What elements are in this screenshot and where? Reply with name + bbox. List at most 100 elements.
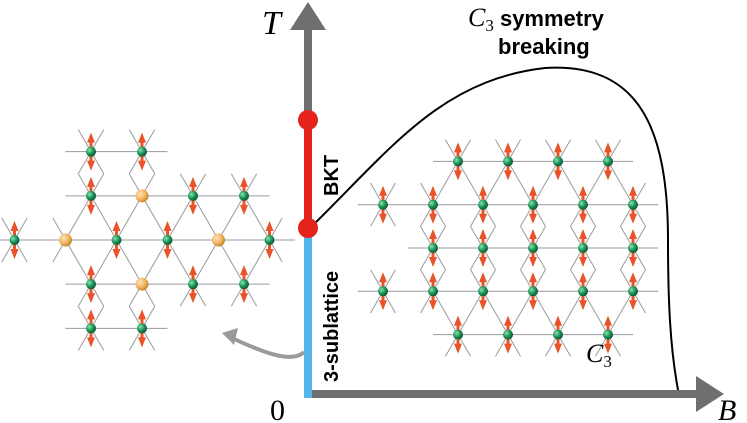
spin-site: [378, 272, 388, 311]
lattice-site: [378, 199, 388, 210]
sublattice-label: 3-sublattice: [321, 271, 343, 382]
spin-site: [9, 221, 20, 259]
lattice-site: [628, 243, 638, 253]
spin-site: [603, 142, 613, 181]
spin-site: [553, 142, 563, 181]
spin-arrow-up: [604, 142, 612, 153]
spin-site: [628, 229, 638, 267]
spin-arrow-down: [604, 343, 612, 354]
spin-site: [578, 272, 588, 311]
lattice-bond: [65, 195, 92, 241]
spin-arrow-down: [429, 257, 437, 267]
lattice-site: [628, 286, 638, 297]
lattice-site: [578, 199, 588, 210]
lattice-site: [188, 190, 198, 201]
spin-arrow-down: [138, 337, 146, 348]
lattice-site: [137, 146, 147, 157]
lattice-site: [478, 199, 488, 210]
spin-arrow-down: [138, 160, 146, 171]
spin-arrow-down: [240, 204, 248, 215]
lattice-site: [137, 323, 147, 334]
lattice-site: [378, 286, 388, 297]
spin-site: [137, 309, 147, 348]
lattice-site: [239, 190, 249, 201]
spin-arrow-down: [379, 300, 387, 311]
lattice-site: [578, 286, 588, 297]
spin-arrow-up: [429, 229, 437, 239]
spin-arrow-down: [629, 213, 637, 224]
spin-site: [86, 265, 96, 304]
spin-site: [578, 229, 588, 267]
spin-arrow-up: [579, 272, 587, 283]
spin-arrow-up: [604, 315, 612, 326]
origin-label: 0: [270, 394, 285, 423]
spin-arrow-down: [87, 204, 95, 215]
spin-arrow-up: [379, 185, 387, 196]
lattice-site: [553, 156, 563, 167]
spin-site: [264, 221, 275, 259]
spin-arrow-down: [629, 300, 637, 311]
vacancy-site: [59, 233, 72, 247]
spin-arrow-up: [529, 229, 537, 239]
phase-boundary-curve: [309, 66, 680, 396]
spin-arrow-up: [379, 272, 387, 283]
lattice-bond: [457, 161, 484, 205]
lattice-site: [503, 329, 513, 340]
spin-site: [503, 142, 513, 181]
spin-arrow-up: [87, 176, 95, 187]
vacancy-site: [135, 189, 149, 203]
spin-arrow-up: [87, 309, 95, 320]
spin-arrow-up: [479, 272, 487, 283]
spin-arrow-down: [454, 170, 462, 181]
spin-arrow-up: [479, 185, 487, 196]
lattice-bond: [607, 161, 634, 205]
spin-arrow-up: [629, 229, 637, 239]
spin-arrow-up: [138, 309, 146, 320]
spin-arrow-up: [112, 221, 121, 231]
spin-arrow-up: [579, 185, 587, 196]
spin-site: [453, 142, 463, 181]
lattice-site: [528, 286, 538, 297]
c3-label: C3: [586, 339, 612, 371]
c3-subscript: 3: [603, 352, 612, 371]
spin-arrow-down: [479, 300, 487, 311]
spin-arrow-up: [10, 221, 19, 231]
phase-title-subscript: 3: [485, 16, 494, 35]
lattice-bond: [557, 161, 584, 205]
lattice-site: [603, 329, 613, 340]
lattice-site: [528, 199, 538, 210]
spin-arrow-down: [454, 343, 462, 354]
spin-arrow-up: [529, 272, 537, 283]
spin-arrow-down: [529, 213, 537, 224]
spin-arrow-up: [87, 265, 95, 276]
spin-arrow-down: [579, 300, 587, 311]
spin-arrow-down: [379, 213, 387, 224]
spin-arrow-down: [429, 213, 437, 224]
lattice-bond: [116, 195, 143, 241]
lattice-bond: [167, 239, 194, 285]
spin-site: [239, 176, 249, 215]
spin-arrow-down: [554, 343, 562, 354]
spin-arrow-up: [629, 272, 637, 283]
lattice-bond: [243, 239, 270, 285]
x-axis-line: [304, 390, 704, 398]
vacancy-site: [212, 233, 225, 247]
spin-site: [378, 185, 388, 224]
lattice-site: [453, 156, 463, 167]
lattice-site: [603, 156, 613, 167]
phase-title-line2: breaking: [498, 34, 590, 59]
lattice-bond: [507, 291, 534, 335]
lattice-bond: [607, 291, 634, 335]
lattice-bond: [582, 161, 609, 205]
lattice-site: [428, 243, 438, 253]
lattice-site: [478, 286, 488, 297]
lattice-site: [478, 243, 488, 253]
spin-site: [628, 185, 638, 224]
spin-arrow-up: [189, 176, 197, 187]
lattice-bond: [432, 161, 459, 205]
lattice-bond: [532, 161, 559, 205]
spin-arrow-up: [138, 132, 146, 143]
phase-title-symbol: C: [468, 3, 486, 32]
spin-site: [453, 315, 463, 354]
lattice-bond: [482, 161, 509, 205]
